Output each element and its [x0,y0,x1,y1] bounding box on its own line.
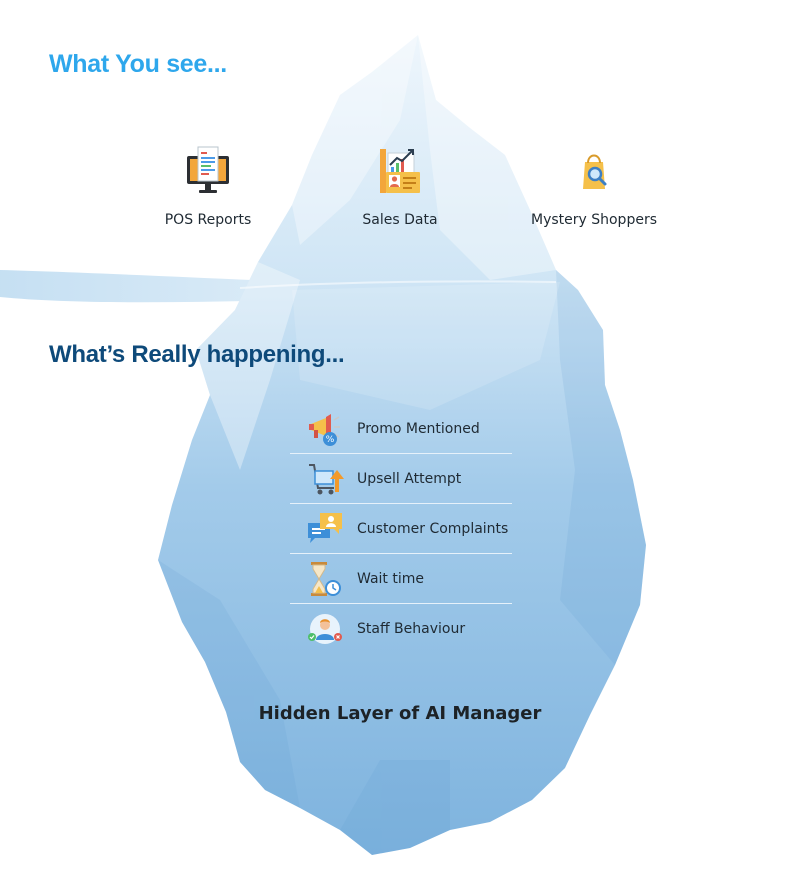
water-line [0,270,300,303]
hidden-factor-list: % Promo Mentioned Upsell Attempt Custome… [290,404,512,653]
list-item: % Promo Mentioned [290,404,512,454]
list-item-label: Upsell Attempt [357,470,462,487]
list-item: Upsell Attempt [290,454,512,504]
iceberg-body [158,35,646,855]
cart-arrow-up-icon [309,463,344,494]
list-item: Staff Behaviour [290,604,512,653]
chat-person-icon [308,512,342,543]
hidden-layer-caption: Hidden Layer of AI Manager [258,703,542,724]
hidden-section-heading: What’s Really happening... [49,341,345,368]
visible-item-mystery-shoppers: Mystery Shoppers [504,145,684,228]
shopping-bag-search-icon [583,154,607,189]
list-item-label: Wait time [357,570,424,587]
list-item-label: Staff Behaviour [357,620,466,637]
list-item: Customer Complaints [290,504,512,554]
visible-item-label: Sales Data [362,212,438,228]
list-item: Wait time [290,554,512,604]
visible-item-label: POS Reports [164,212,252,228]
visible-item-pos-reports: POS Reports [118,145,298,228]
visible-item-sales-data: Sales Data [310,145,490,228]
megaphone-percent-icon: % [309,413,340,446]
staff-rating-icon [308,613,342,644]
visible-section-heading: What You see... [49,50,227,78]
visible-item-label: Mystery Shoppers [530,212,657,228]
svg-text:%: % [326,435,335,445]
monitor-report-icon [187,146,229,193]
hourglass-clock-icon [311,561,341,596]
list-item-label: Promo Mentioned [357,420,480,437]
list-item-label: Customer Complaints [357,520,509,537]
sales-chart-icon [380,149,420,193]
